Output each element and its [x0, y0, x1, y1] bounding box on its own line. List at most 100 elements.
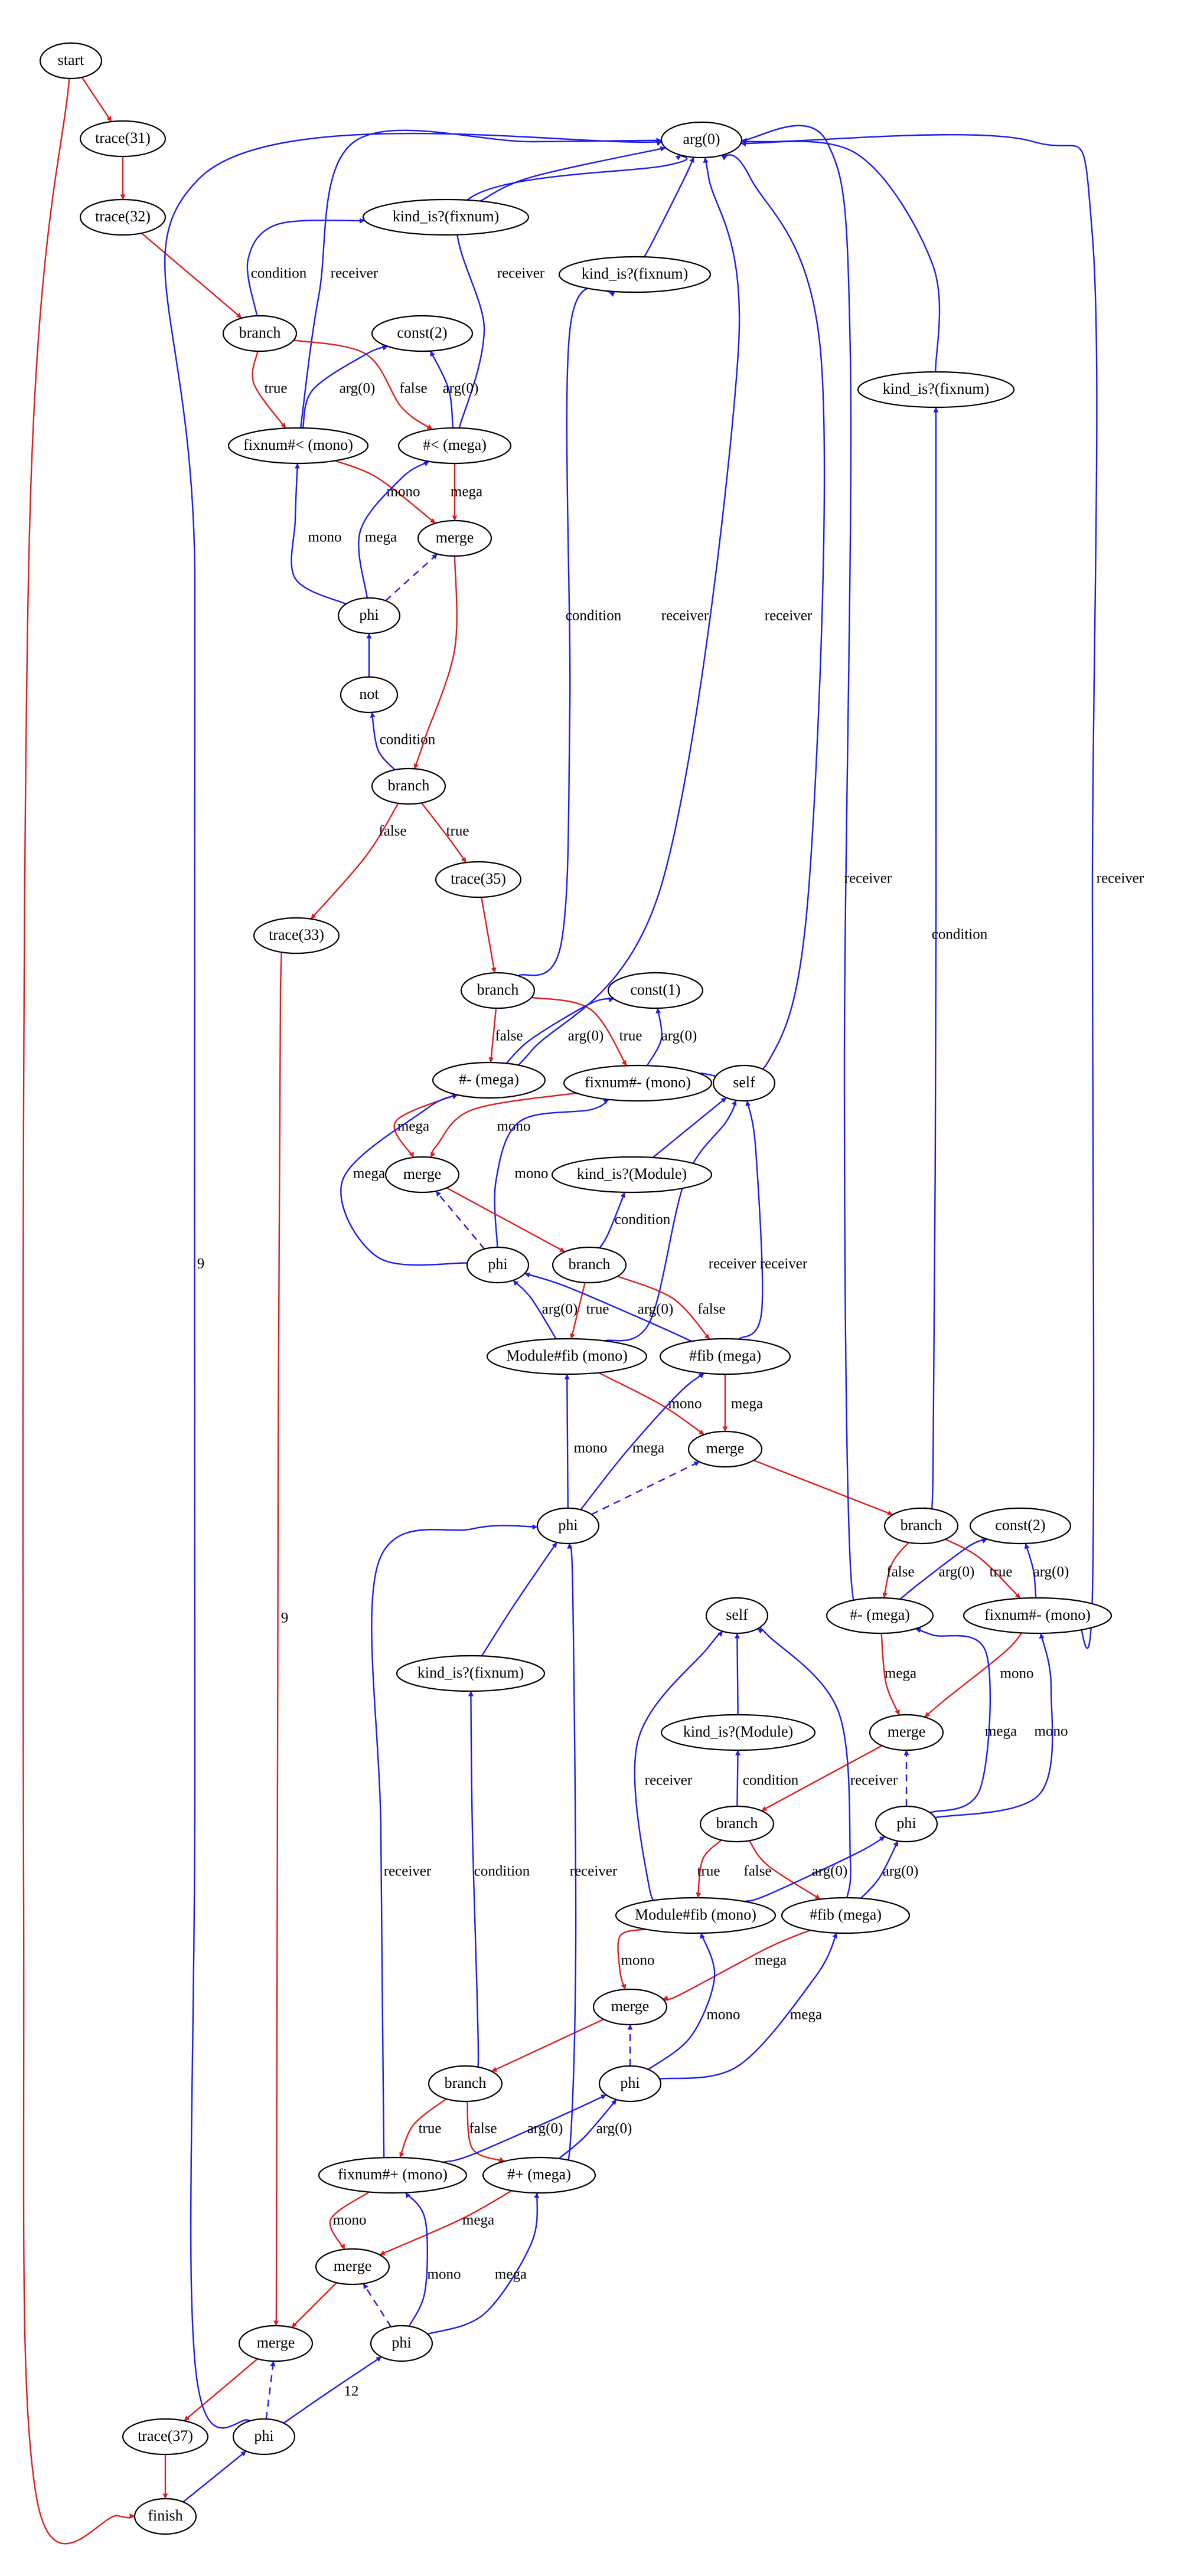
node-label: phi: [896, 1815, 916, 1832]
node-fixplus: fixnum#+ (mono): [318, 2156, 468, 2194]
edge-label: mono: [308, 529, 342, 545]
node-kind1: kind_is?(fixnum): [362, 198, 530, 236]
edge-megalt-to-const2a: arg(0): [429, 351, 479, 429]
node-ellipse: [659, 1338, 791, 1375]
edge-line: [945, 1538, 1021, 1599]
edge-label: condition: [380, 732, 436, 748]
edge-line: [761, 1745, 883, 1812]
node-ellipse: [362, 198, 530, 236]
edge-line: [557, 1543, 577, 2168]
edge-line: [738, 1100, 764, 1340]
edge-line: [363, 2283, 392, 2327]
node-ellipse: [687, 1430, 763, 1468]
node-ellipse: [712, 1064, 776, 1102]
edge-label: mono: [387, 484, 420, 500]
edge-label: arg(0): [812, 1864, 848, 1879]
edge-line: [265, 2361, 276, 2420]
edge-branch7-to-fixplus: true: [399, 2098, 447, 2158]
node-phi1: phi: [337, 597, 401, 635]
node-ellipse: [869, 1714, 944, 1751]
edge-branch2-to-trace33: false: [310, 803, 407, 920]
edge-line: [924, 407, 939, 1527]
edge-line: [335, 460, 436, 524]
edge-modfib1-to-merge3: mono: [598, 1372, 705, 1436]
edge-label: receiver: [570, 1864, 618, 1879]
edge-megafib2-to-merge5: mega: [663, 1929, 811, 2001]
node-ellipse: [222, 315, 298, 352]
edge-label: false: [495, 1028, 523, 1044]
node-label: phi: [558, 1516, 578, 1534]
node-label: phi: [620, 2074, 640, 2091]
node-label: trace(37): [138, 2427, 193, 2444]
node-label: merge: [257, 2334, 295, 2351]
edge-label: mega: [731, 1396, 763, 1412]
node-ellipse: [396, 1655, 546, 1692]
edge-kindmod2-to-self2: [734, 1633, 740, 1715]
node-ellipse: [563, 1064, 713, 1102]
node-label: const(1): [630, 981, 680, 998]
node-label: merge: [403, 1165, 442, 1182]
node-label: #+ (mega): [507, 2166, 571, 2183]
node-label: trace(31): [95, 129, 151, 146]
node-label: self: [733, 1074, 755, 1091]
edge-phi7-to-merge7: [265, 2361, 276, 2420]
edge-line: [663, 1929, 811, 2001]
edge-label: condition: [743, 1773, 799, 1789]
edge-branch6-to-megafib2: false: [743, 1840, 821, 1900]
edge-line: [273, 920, 292, 2350]
edge-phi3-to-megafib1: mega: [580, 1372, 705, 1511]
edge-line: [310, 803, 399, 920]
node-label: const(2): [995, 1516, 1045, 1534]
node-fixminus2: fixnum#- (mono): [963, 1597, 1113, 1634]
edge-fixlt-to-merge1: mono: [335, 460, 436, 524]
node-trace31: trace(31): [79, 120, 167, 158]
edge-label: mega: [365, 529, 397, 545]
edge-line: [420, 802, 467, 863]
edge-label: receiver: [497, 266, 545, 282]
node-label: branch: [477, 981, 519, 998]
edge-label: arg(0): [443, 381, 479, 397]
edge-label: arg(0): [939, 1564, 975, 1580]
edge-megafib1-to-self1: receiver: [738, 1100, 808, 1340]
edge-label: true: [619, 1028, 642, 1044]
edge-label: mono: [333, 2212, 367, 2228]
node-ellipse: [122, 2418, 209, 2456]
edge-line: [291, 463, 347, 605]
edge-label: 9: [281, 1610, 289, 1626]
node-ellipse: [370, 2325, 433, 2362]
edge-line: [511, 155, 740, 1069]
edge-line: [184, 2358, 258, 2422]
edge-label: mono: [1000, 1666, 1034, 1682]
node-label: kind_is?(fixnum): [393, 208, 500, 225]
edge-line: [753, 1459, 893, 1516]
node-ellipse: [79, 198, 167, 236]
node-label: merge: [888, 1723, 926, 1740]
node-ellipse: [238, 2325, 314, 2362]
node-ellipse: [397, 427, 512, 465]
edge-label: false: [886, 1564, 914, 1580]
node-ellipse: [705, 1597, 769, 1634]
node-label: #fib (mega): [689, 1347, 761, 1364]
edge-label: mono: [1035, 1724, 1068, 1740]
edge-label: true: [265, 381, 288, 397]
edge-line: [634, 1630, 723, 1904]
edge-line: [935, 1633, 1053, 1819]
edge-line: [617, 1276, 710, 1340]
node-kind4: kind_is?(fixnum): [857, 371, 1015, 408]
edge-line: [737, 133, 1098, 1649]
node-kind3: kind_is?(fixnum): [396, 1655, 546, 1692]
edge-label: true: [990, 1564, 1013, 1580]
edge-fixplus-to-phi3: receiver: [371, 1524, 538, 2176]
edge-line: [340, 1094, 468, 1266]
edge-line: [564, 1374, 570, 1509]
edge-label: receiver: [850, 1773, 898, 1789]
edge-label: receiver: [1097, 871, 1144, 887]
edge-fixminus1-to-merge2: mono: [430, 1092, 577, 1158]
edge-megafib1-to-merge3: mega: [722, 1374, 763, 1432]
edge-line: [446, 1187, 566, 1253]
node-label: kind_is?(Module): [577, 1165, 687, 1182]
edge-phi2-to-merge2: [435, 1191, 485, 1250]
node-ellipse: [428, 2065, 503, 2103]
node-ellipse: [558, 256, 712, 293]
node-merge4: merge: [869, 1714, 944, 1751]
